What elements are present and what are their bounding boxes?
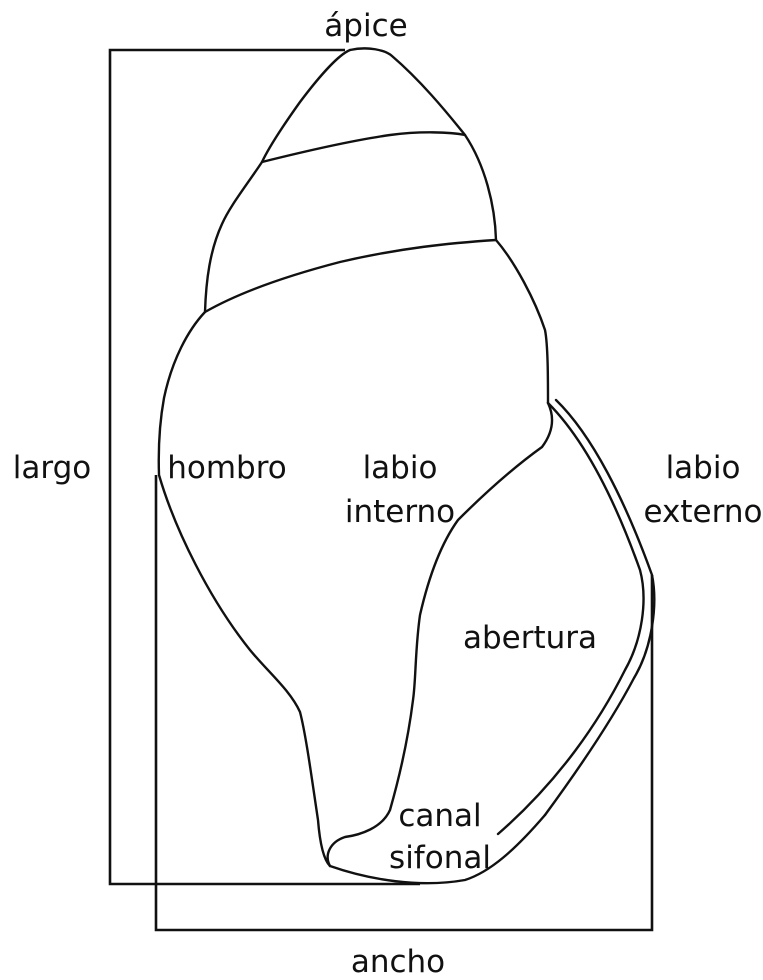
outer-lip-label-line2: externo xyxy=(644,494,763,530)
suture-upper xyxy=(262,132,465,162)
length-label: largo xyxy=(13,450,91,486)
shoulder-label: hombro xyxy=(167,450,287,486)
apex-label: ápice xyxy=(324,8,407,44)
suture-lower xyxy=(205,240,496,312)
outer-lip-label-line1: labio xyxy=(666,450,741,486)
aperture-label: abertura xyxy=(463,620,597,656)
inner-lip-label-line1: labio xyxy=(363,450,438,486)
siphonal-canal-label-line2: sifonal xyxy=(389,840,491,876)
outer-lip-outer-edge xyxy=(545,400,654,815)
shell-right-upper-edge xyxy=(350,48,548,403)
outer-lip-inner-edge xyxy=(498,403,644,834)
width-label: ancho xyxy=(351,944,445,980)
siphonal-canal-label-line1: canal xyxy=(398,798,481,834)
inner-lip-label-line2: interno xyxy=(345,494,455,530)
